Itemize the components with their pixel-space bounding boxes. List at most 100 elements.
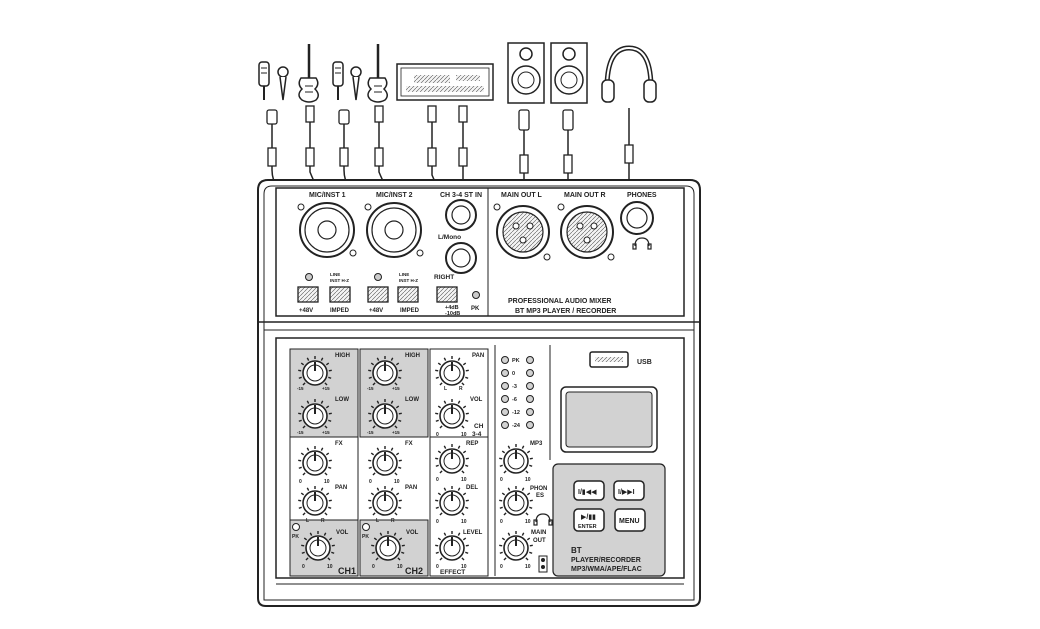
label-mic-inst-1: MIC/INST 1 bbox=[309, 192, 346, 199]
label-low-ch2: LOW bbox=[405, 397, 419, 403]
device-speaker-right-icon bbox=[550, 42, 588, 104]
meter-led-right bbox=[526, 421, 534, 429]
label-high-ch1: HIGH bbox=[335, 353, 350, 359]
device-guitar-1-icon bbox=[298, 44, 319, 103]
channel-labels: HIGH LOW HIGH LOW -15 +15 -15 +15 -15 +1… bbox=[292, 353, 547, 576]
knob-del-max-label: 10 bbox=[461, 519, 467, 525]
meter-led-right bbox=[526, 395, 534, 403]
play-enter-button[interactable]: ▶/▮▮ ENTER bbox=[573, 508, 605, 532]
label-main-out-a: MAIN bbox=[531, 530, 546, 536]
knob-pan-ch1[interactable] bbox=[298, 486, 332, 516]
xlr-main-l[interactable] bbox=[493, 203, 551, 261]
meter-led-left bbox=[501, 408, 509, 416]
pk-led-ch2 bbox=[362, 523, 370, 531]
jack-st-left[interactable] bbox=[445, 199, 477, 231]
next-button[interactable]: I/▶▶I bbox=[613, 480, 645, 501]
label-48v-2: +48V bbox=[369, 308, 383, 314]
knob-main-out[interactable] bbox=[499, 531, 533, 561]
meter-led-left bbox=[501, 395, 509, 403]
combo-jack-ch1[interactable] bbox=[297, 202, 357, 258]
xlr-main-r[interactable] bbox=[557, 203, 615, 261]
cable-plugs bbox=[266, 105, 634, 174]
meter-label: -12 bbox=[512, 410, 520, 416]
label-imped-1: IMPED bbox=[330, 308, 350, 314]
knob-vol-ch1[interactable] bbox=[301, 531, 335, 561]
level-switch-st[interactable] bbox=[436, 286, 458, 303]
label-fx-ch2: FX bbox=[405, 441, 413, 447]
knob-fx-ch1-min-label: 0 bbox=[299, 479, 302, 485]
rear-labels: MIC/INST 1 MIC/INST 2 CH 3-4 ST IN MAIN … bbox=[299, 192, 657, 317]
label-ch2: CH2 bbox=[405, 566, 423, 576]
label-ch34-a: CH bbox=[474, 423, 484, 430]
knob-vol-ch2[interactable] bbox=[371, 531, 405, 561]
knob-mp3[interactable] bbox=[499, 444, 533, 474]
meter-led-right bbox=[526, 382, 534, 390]
meter-led-right bbox=[526, 369, 534, 377]
phantom-switch-ch2[interactable] bbox=[367, 286, 389, 303]
player-line1: PLAYER/RECORDER bbox=[571, 557, 641, 564]
label-phones-a: PHON bbox=[530, 486, 547, 492]
menu-button[interactable]: MENU bbox=[614, 508, 646, 532]
knob-vol-st-max-label: 10 bbox=[461, 432, 467, 438]
knob-high-ch1[interactable] bbox=[298, 356, 332, 386]
label-pan-ch1: PAN bbox=[335, 485, 347, 491]
knob-low-ch2[interactable] bbox=[368, 399, 402, 429]
combo-jack-ch2[interactable] bbox=[364, 202, 424, 258]
device-mic-1-icon bbox=[258, 61, 270, 100]
imped-switch-ch2[interactable] bbox=[397, 286, 419, 303]
meter-label: -24 bbox=[512, 423, 521, 429]
knob-low-ch1[interactable] bbox=[298, 399, 332, 429]
label-eq-max-2a: +15 bbox=[392, 386, 400, 391]
prev-button[interactable]: I/▮◀◀ bbox=[573, 480, 605, 501]
label-pan-ch2: PAN bbox=[405, 485, 417, 491]
enter-button-label: ENTER bbox=[578, 524, 597, 530]
knob-pan-ch2[interactable] bbox=[368, 486, 402, 516]
knob-pan-st[interactable] bbox=[435, 356, 469, 386]
jack-st-right[interactable] bbox=[445, 242, 477, 274]
phantom-switch-ch1[interactable] bbox=[297, 286, 319, 303]
device-speaker-left-icon bbox=[507, 42, 545, 104]
knob-phones[interactable] bbox=[499, 486, 533, 516]
label-right: RIGHT bbox=[434, 274, 454, 281]
knob-level-min-label: 0 bbox=[436, 564, 439, 570]
label-vol-ch1: VOL bbox=[336, 530, 349, 536]
label-pk-ch1: PK bbox=[292, 534, 299, 540]
imped-switch-ch1[interactable] bbox=[329, 286, 351, 303]
knob-fx-ch2[interactable] bbox=[368, 446, 402, 476]
knob-rep-max-label: 10 bbox=[461, 477, 467, 483]
phones-top-icon bbox=[533, 513, 553, 526]
phantom-led-ch2 bbox=[374, 273, 382, 281]
device-rack-unit-icon bbox=[396, 63, 494, 101]
next-button-label: I/▶▶I bbox=[618, 489, 635, 496]
label-mic-inst-2: MIC/INST 2 bbox=[376, 192, 413, 199]
knob-vol-st[interactable] bbox=[435, 399, 469, 429]
label-rep: REP bbox=[466, 441, 478, 447]
label-vol-st: VOL bbox=[470, 397, 483, 403]
knob-fx-ch1[interactable] bbox=[298, 446, 332, 476]
label-plus4db: +4dB bbox=[445, 305, 459, 311]
label-eq-min-1b: -15 bbox=[297, 430, 304, 435]
label-48v-1: +48V bbox=[299, 308, 313, 314]
level-meter: PK0-3-6-12-24 bbox=[501, 356, 534, 429]
label-inst-2: INST H-Z bbox=[399, 278, 418, 283]
knob-del[interactable] bbox=[435, 486, 469, 516]
knob-fx-ch1-max-label: 10 bbox=[324, 479, 330, 485]
knob-high-ch2[interactable] bbox=[368, 356, 402, 386]
label-l-mono: L/Mono bbox=[438, 234, 461, 241]
device-guitar-2-icon bbox=[367, 44, 388, 103]
usb-port-icon[interactable] bbox=[589, 351, 629, 368]
label-pan-r-ch1: R bbox=[321, 518, 325, 524]
knob-rep[interactable] bbox=[435, 444, 469, 474]
label-usb: USB bbox=[637, 359, 652, 366]
phantom-led-ch1 bbox=[305, 273, 313, 281]
label-vol-ch2: VOL bbox=[406, 530, 419, 536]
knob-main-out-min-label: 0 bbox=[500, 564, 503, 570]
jack-phones[interactable] bbox=[620, 201, 654, 235]
label-high-ch2: HIGH bbox=[405, 353, 420, 359]
player-line2: MP3/WMA/APE/FLAC bbox=[571, 566, 642, 573]
label-minus10db: -10dB bbox=[445, 311, 460, 317]
knob-del-min-label: 0 bbox=[436, 519, 439, 525]
knob-level[interactable] bbox=[435, 531, 469, 561]
label-pan-st: PAN bbox=[472, 353, 484, 359]
